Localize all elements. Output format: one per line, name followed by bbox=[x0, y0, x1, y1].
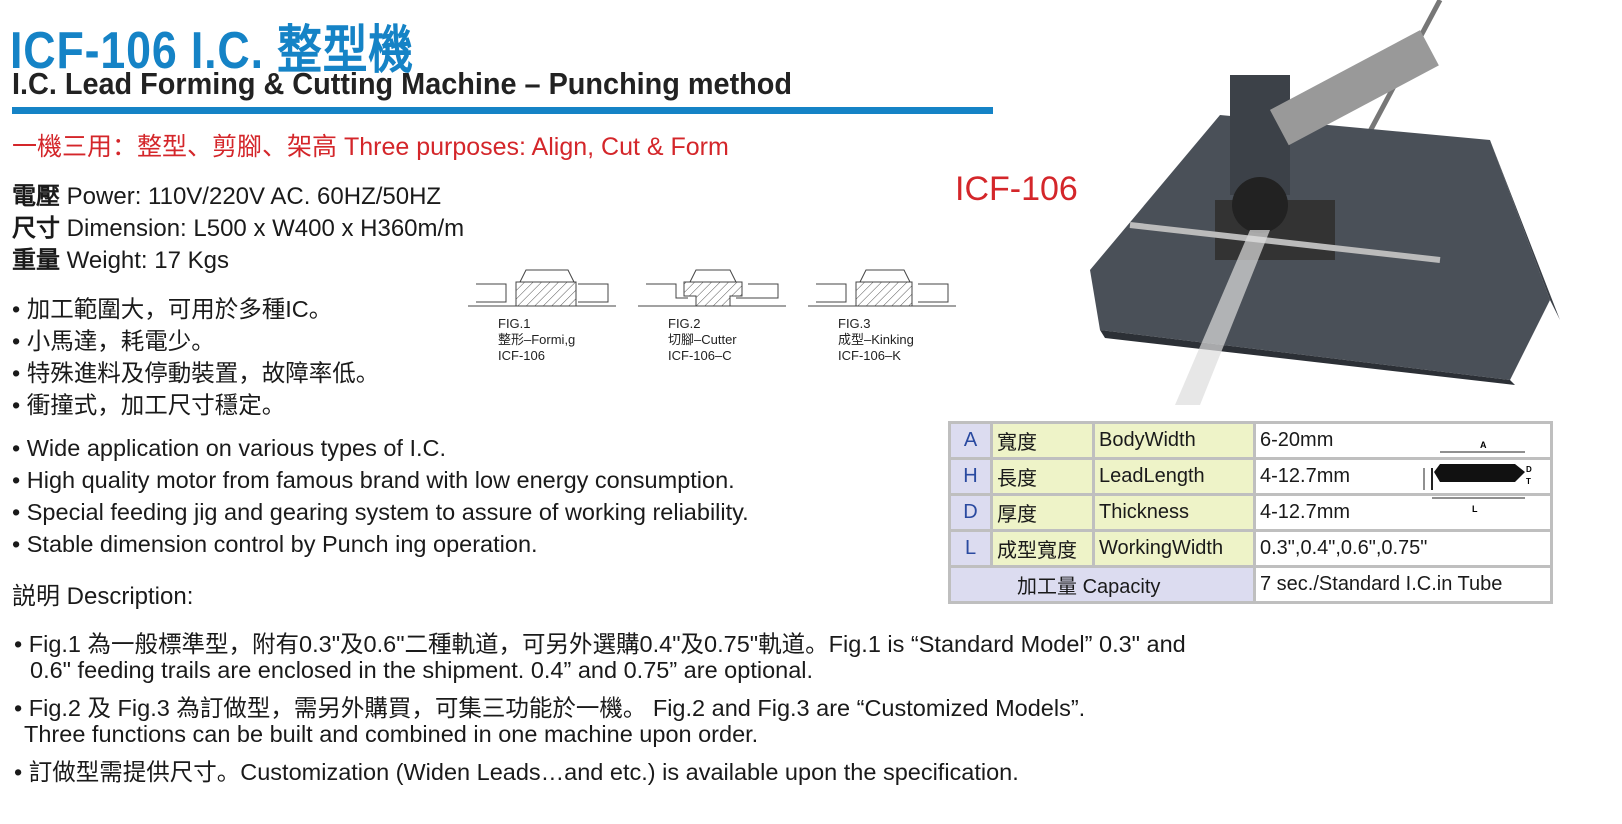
note: Three functions can be built and combine… bbox=[24, 721, 759, 747]
page-title: ICF-106 I.C. 整型機 bbox=[10, 22, 414, 80]
purpose-line: 一機三用：整型、剪腳、架高 Three purposes: Align, Cut… bbox=[12, 133, 729, 161]
feature-en: • Special feeding jig and gearing system… bbox=[12, 499, 749, 525]
forming-diagram-icon bbox=[468, 269, 616, 307]
feature-cn: • 衝撞式，加工尺寸穩定。 bbox=[12, 392, 286, 418]
title-divider bbox=[12, 107, 993, 114]
description-label: 説明 Description: bbox=[12, 583, 194, 610]
svg-text:L: L bbox=[1472, 504, 1478, 514]
kinking-diagram-icon bbox=[808, 269, 956, 307]
feature-cn: • 特殊進料及停動裝置，故障率低。 bbox=[12, 360, 380, 386]
cutter-diagram-icon bbox=[638, 269, 786, 307]
note: • Fig.2 及 Fig.3 為訂做型，需另外購買，可集三功能於一機。 Fig… bbox=[14, 695, 1086, 721]
feature-en: • Stable dimension control by Punch ing … bbox=[12, 531, 538, 557]
note: 0.6" feeding trails are enclosed in the … bbox=[30, 657, 814, 683]
note: • Fig.1 為一般標準型，附有0.3"及0.6"二種軌道，可另外選購0.4"… bbox=[14, 631, 1186, 657]
feature-en: • Wide application on various types of I… bbox=[12, 435, 447, 461]
feature-en: • High quality motor from famous brand w… bbox=[12, 467, 735, 493]
svg-text:T: T bbox=[1526, 477, 1531, 486]
spec-dimension: 尺寸 Dimension: L500 x W400 x H360m/m bbox=[12, 215, 465, 242]
feature-cn: • 加工範圍大，可用於多種IC。 bbox=[12, 296, 333, 322]
spec-power: 電壓 Power: 110V/220V AC. 60HZ/50HZ bbox=[12, 183, 442, 210]
spec-weight: 重量 Weight: 17 Kgs bbox=[12, 247, 229, 274]
note: • 訂做型需提供尺寸。Customization (Widen Leads…an… bbox=[14, 759, 1019, 785]
feature-cn: • 小馬達，耗電少。 bbox=[12, 328, 215, 354]
page-subtitle: I.C. Lead Forming & Cutting Machine – Pu… bbox=[12, 66, 793, 101]
svg-text:D: D bbox=[1526, 465, 1532, 474]
ic-dimension-diagram: A H L D T bbox=[1423, 440, 1532, 514]
model-label: ICF-106 bbox=[955, 170, 1078, 208]
svg-text:A: A bbox=[1480, 440, 1487, 450]
machine-photo bbox=[1090, 0, 1560, 405]
